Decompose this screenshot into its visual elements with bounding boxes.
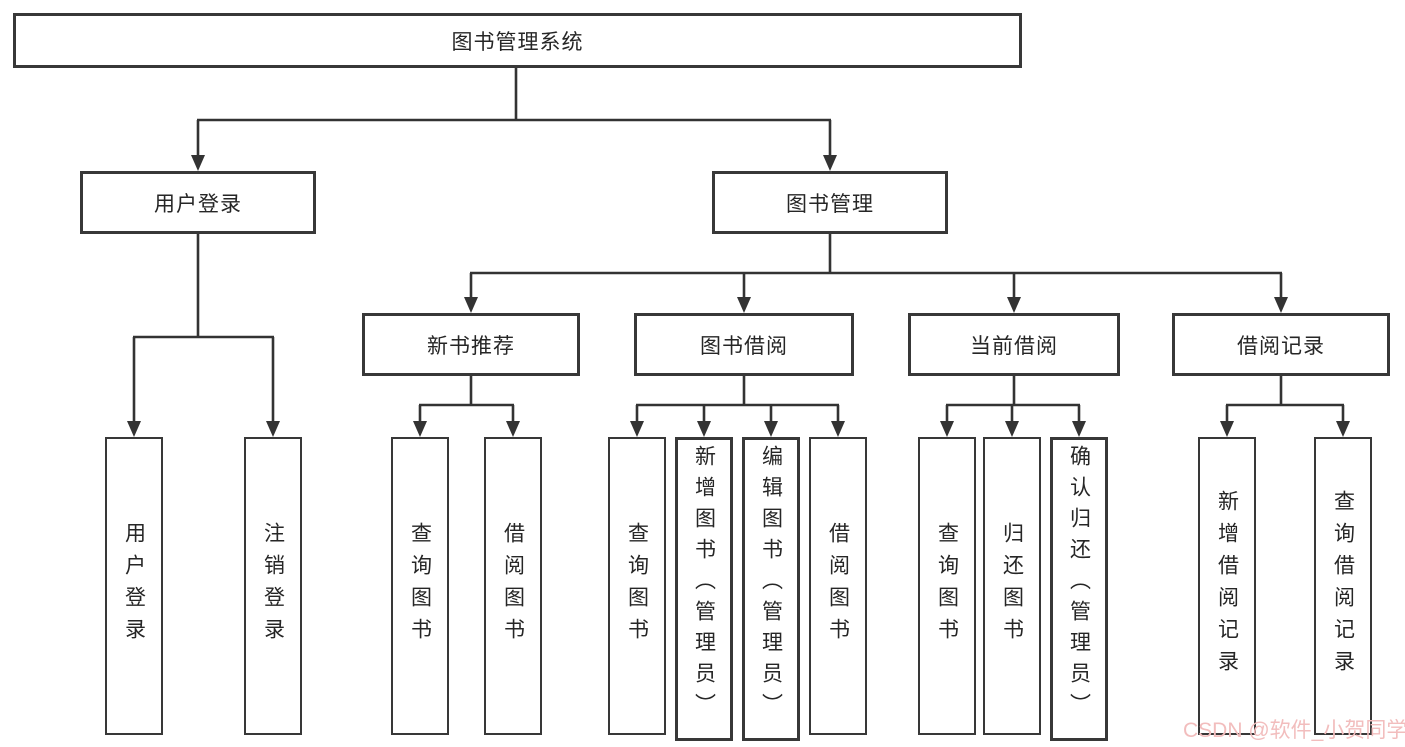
leaf-borrow-query-books: 查询图书 <box>608 437 666 735</box>
leaf-records-query-record: 查询借阅记录 <box>1314 437 1372 735</box>
node-label: 新书推荐 <box>427 334 515 358</box>
node-label: 图书借阅 <box>700 334 788 358</box>
arrowhead-icon <box>737 297 751 313</box>
node-label: 借阅记录 <box>1237 334 1325 358</box>
node-book-borrowing: 图书借阅 <box>634 313 854 376</box>
leaf-borrow-add-books-admin: 新增图书（管理员） <box>675 437 733 741</box>
leaf-label: 用户登录 <box>122 522 146 650</box>
leaf-user-login: 用户登录 <box>105 437 163 735</box>
leaf-label: 确认归还（管理员） <box>1067 445 1091 724</box>
node-user-login: 用户登录 <box>80 171 316 234</box>
arrowhead-icon <box>506 421 520 437</box>
leaf-label: 新增借阅记录 <box>1215 490 1239 682</box>
leaf-current-query-books: 查询图书 <box>918 437 976 735</box>
leaf-label: 新增图书（管理员） <box>692 445 716 724</box>
leaf-label: 查询图书 <box>935 522 959 650</box>
leaf-logout: 注销登录 <box>244 437 302 735</box>
node-label: 图书管理系统 <box>451 30 584 54</box>
leaf-label: 查询图书 <box>408 522 432 650</box>
arrowhead-icon <box>1007 297 1021 313</box>
watermark: CSDN @软件_小贺同学 <box>1183 719 1405 742</box>
arrowhead-icon <box>127 421 141 437</box>
arrowhead-icon <box>697 421 711 437</box>
leaf-borrow-edit-books-admin: 编辑图书（管理员） <box>742 437 800 741</box>
connector-root-to-level2 <box>191 68 837 171</box>
leaf-recommend-query-books: 查询图书 <box>391 437 449 735</box>
arrowhead-icon <box>940 421 954 437</box>
arrowhead-icon <box>464 297 478 313</box>
leaf-records-add-record: 新增借阅记录 <box>1198 437 1256 735</box>
node-label: 图书管理 <box>786 192 874 216</box>
leaf-borrow-borrow-books: 借阅图书 <box>809 437 867 735</box>
arrowhead-icon <box>630 421 644 437</box>
leaf-label: 查询借阅记录 <box>1331 490 1355 682</box>
leaf-current-return-books: 归还图书 <box>983 437 1041 735</box>
connector-borrow-to-leaves <box>630 376 845 437</box>
node-label: 用户登录 <box>154 192 242 216</box>
node-library-management-system: 图书管理系统 <box>13 13 1022 68</box>
leaf-label: 编辑图书（管理员） <box>759 445 783 724</box>
arrowhead-icon <box>1005 421 1019 437</box>
leaf-label: 查询图书 <box>625 522 649 650</box>
arrowhead-icon <box>413 421 427 437</box>
connector-current-to-leaves <box>940 376 1086 437</box>
arrowhead-icon <box>191 155 205 171</box>
arrowhead-icon <box>764 421 778 437</box>
arrowhead-icon <box>1220 421 1234 437</box>
arrowhead-icon <box>823 155 837 171</box>
connector-records-to-leaves <box>1220 376 1350 437</box>
node-borrowing-records: 借阅记录 <box>1172 313 1390 376</box>
connector-user-login-to-leaves <box>127 234 280 437</box>
node-label: 当前借阅 <box>970 334 1058 358</box>
node-book-management: 图书管理 <box>712 171 948 234</box>
arrowhead-icon <box>1336 421 1350 437</box>
node-current-borrowing: 当前借阅 <box>908 313 1120 376</box>
node-new-book-recommendation: 新书推荐 <box>362 313 580 376</box>
leaf-label: 借阅图书 <box>826 522 850 650</box>
arrowhead-icon <box>831 421 845 437</box>
leaf-label: 借阅图书 <box>501 522 525 650</box>
leaf-label: 注销登录 <box>261 522 285 650</box>
leaf-recommend-borrow-books: 借阅图书 <box>484 437 542 735</box>
arrowhead-icon <box>1072 421 1086 437</box>
arrowhead-icon <box>1274 297 1288 313</box>
leaf-current-confirm-return-admin: 确认归还（管理员） <box>1050 437 1108 741</box>
connector-book-management-to-level3 <box>464 234 1288 313</box>
arrowhead-icon <box>266 421 280 437</box>
connector-recommend-to-leaves <box>413 376 520 437</box>
leaf-label: 归还图书 <box>1000 522 1024 650</box>
